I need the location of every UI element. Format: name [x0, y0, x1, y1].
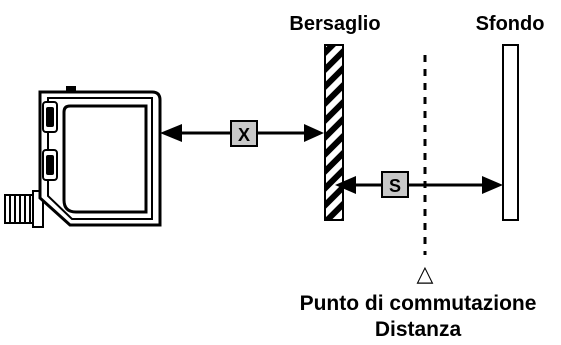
distance-x-label: X: [238, 125, 250, 145]
switch-point-marker-icon: △: [417, 262, 434, 287]
cable-connector-icon: [4, 190, 44, 228]
distance-s-arrow: [335, 176, 503, 194]
switch-point-caption-line2: Distanza: [375, 318, 462, 341]
distance-s-box: [381, 171, 409, 198]
background-plate: [502, 44, 519, 221]
sensor-icon: [4, 86, 162, 228]
switch-point-caption-line1: Punto di commutazione: [300, 292, 537, 315]
distance-s-label: S: [389, 176, 401, 196]
distance-x-box: [230, 120, 258, 147]
target-label: Bersaglio: [289, 13, 380, 35]
background-label: Sfondo: [476, 13, 545, 35]
target-plate: [324, 44, 344, 221]
